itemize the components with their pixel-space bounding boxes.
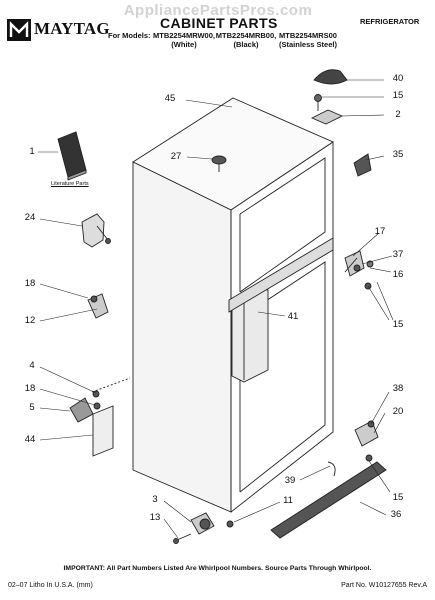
leader-lines: [38, 79, 394, 539]
callout-3: 3: [152, 494, 158, 505]
brand-name: MAYTAG: [34, 19, 110, 38]
callout-27: 27: [170, 151, 182, 162]
callout-2: 2: [395, 109, 401, 120]
screw-top-part: [314, 94, 322, 111]
brand-logo-mark: [7, 19, 31, 41]
callout-15-top: 15: [392, 90, 404, 101]
callout-11: 11: [283, 495, 293, 506]
callout-4: 4: [29, 360, 35, 371]
finish-stainless: (Stainless Steel): [279, 40, 337, 49]
finish-black: (Black): [233, 40, 259, 49]
models-label: For Models:: [108, 31, 151, 40]
callout-5: 5: [29, 402, 35, 413]
cabinet-shell: [132, 97, 334, 513]
logo-m-icon: [9, 21, 29, 37]
callout-20: 20: [392, 406, 404, 417]
callout-18-lower: 18: [24, 383, 36, 394]
hinge-pin-upper-part: [87, 293, 109, 319]
literature-book-part: [57, 131, 87, 181]
finish-white: (White): [171, 40, 197, 49]
important-note: IMPORTANT: All Part Numbers Listed Are W…: [63, 565, 372, 572]
literature-parts-caption: Literature Parts: [51, 181, 89, 187]
roller-assembly-part: [190, 512, 215, 535]
model-number-black: MTB2254MRB00,: [215, 31, 277, 40]
right-hinge-assembly-part: [344, 250, 374, 290]
callout-37: 37: [392, 249, 404, 260]
model-number-white: MTB2254MRW00,: [153, 31, 215, 40]
callout-45: 45: [164, 93, 176, 104]
screw-11-part: [226, 520, 234, 528]
callout-41: 41: [287, 311, 299, 322]
clip-35-part: [353, 153, 372, 177]
callout-13: 13: [149, 512, 161, 523]
lower-right-hinge-part: [354, 420, 379, 462]
vent-cap-part: [313, 69, 348, 85]
watermark-text: AppliancePartsPros.com: [123, 2, 313, 19]
callout-17: 17: [374, 226, 386, 237]
callout-40: 40: [392, 73, 404, 84]
appliance-category: REFRIGERATOR: [360, 17, 420, 26]
page-title: CABINET PARTS: [160, 15, 278, 31]
callout-38: 38: [392, 383, 404, 394]
clip-39-part: [327, 461, 336, 477]
screw-13-part: [173, 533, 192, 544]
side-cover-part: [92, 405, 114, 457]
document-part-number: Part No. W10127655 Rev.A: [341, 582, 427, 589]
bracket-top-part: [310, 109, 344, 125]
callout-12: 12: [24, 315, 36, 326]
callout-39: 39: [284, 475, 296, 486]
callout-1: 1: [29, 146, 35, 157]
callout-16: 16: [392, 269, 404, 280]
model-number-stainless: MTB2254MRS00: [279, 31, 337, 40]
callout-15-middle: 15: [392, 319, 404, 330]
plug-part: [211, 155, 227, 172]
kickplate-grille-part: [270, 461, 387, 539]
callout-35: 35: [392, 149, 404, 160]
print-info: 02–07 Litho In U.S.A. (mm): [8, 582, 93, 589]
brand-logo: MAYTAG: [7, 17, 110, 43]
divider-bar-part: [228, 237, 334, 313]
callout-15-lower: 15: [392, 492, 404, 503]
callout-44: 44: [24, 434, 36, 445]
callout-24: 24: [24, 212, 36, 223]
callout-18-upper: 18: [24, 278, 36, 289]
callout-36: 36: [390, 509, 402, 520]
upper-hinge-part: [81, 213, 111, 248]
